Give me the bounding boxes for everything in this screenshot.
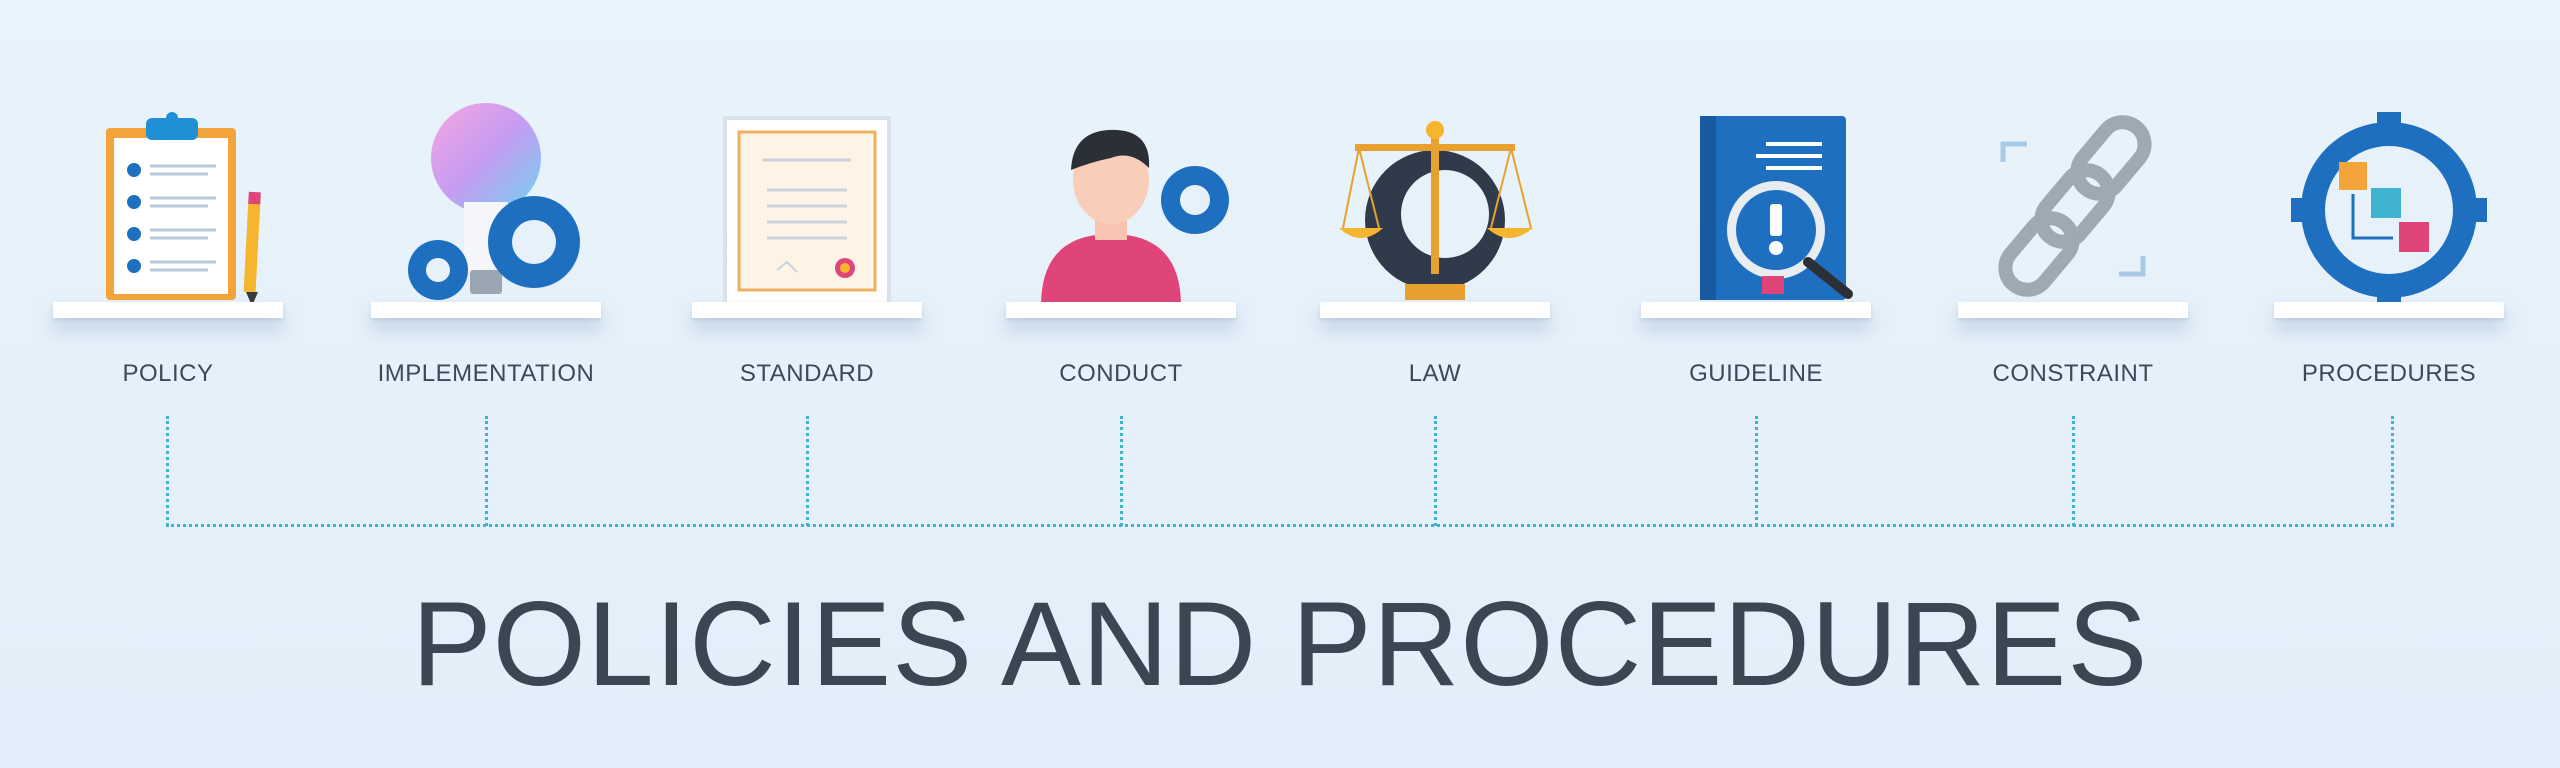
item-standard: STANDARD (692, 0, 922, 400)
connector-line (806, 416, 809, 526)
item-label: PROCEDURES (2301, 360, 2477, 387)
item-label: CONDUCT (1059, 360, 1183, 387)
connector-line (485, 416, 488, 526)
certificate-icon (707, 110, 907, 310)
connector-line (2391, 416, 2394, 526)
item-procedures: PROCEDURES (2274, 0, 2504, 400)
chain-link-icon (1973, 110, 2173, 310)
connector-line (1755, 416, 1758, 526)
connector-line (2072, 416, 2075, 526)
shelf (371, 302, 601, 318)
connector-line (1434, 416, 1437, 526)
gear-process-icon (2289, 110, 2489, 310)
clipboard-checklist-icon (68, 110, 268, 310)
item-label: POLICY (122, 360, 214, 387)
item-implementation: IMPLEMENTATION (371, 0, 601, 400)
item-law: LAW (1320, 0, 1550, 400)
item-label: CONSTRAINT (1992, 360, 2154, 387)
item-label: GUIDELINE (1689, 360, 1823, 387)
shelf (692, 302, 922, 318)
connector-line (1120, 416, 1123, 526)
shelf (53, 302, 283, 318)
connector-line (166, 416, 169, 526)
item-label: LAW (1408, 360, 1462, 387)
lightbulb-gears-icon (386, 103, 586, 310)
item-conduct: CONDUCT (1006, 0, 1236, 400)
person-gear-icon (1021, 110, 1229, 310)
connector-baseline (166, 524, 2394, 527)
shelf (1006, 302, 1236, 318)
item-label: IMPLEMENTATION (377, 360, 595, 387)
item-constraint: CONSTRAINT (1958, 0, 2188, 400)
shelf (1320, 302, 1550, 318)
book-magnifier-icon (1656, 110, 1856, 310)
item-guideline: GUIDELINE (1641, 0, 1871, 400)
shelf (1641, 302, 1871, 318)
item-policy: POLICY (53, 0, 283, 400)
shelf (1958, 302, 2188, 318)
page-title: POLICIES AND PROCEDURES (411, 577, 2149, 711)
item-label: STANDARD (739, 360, 875, 387)
shelf (2274, 302, 2504, 318)
scales-of-justice-icon (1335, 110, 1535, 310)
